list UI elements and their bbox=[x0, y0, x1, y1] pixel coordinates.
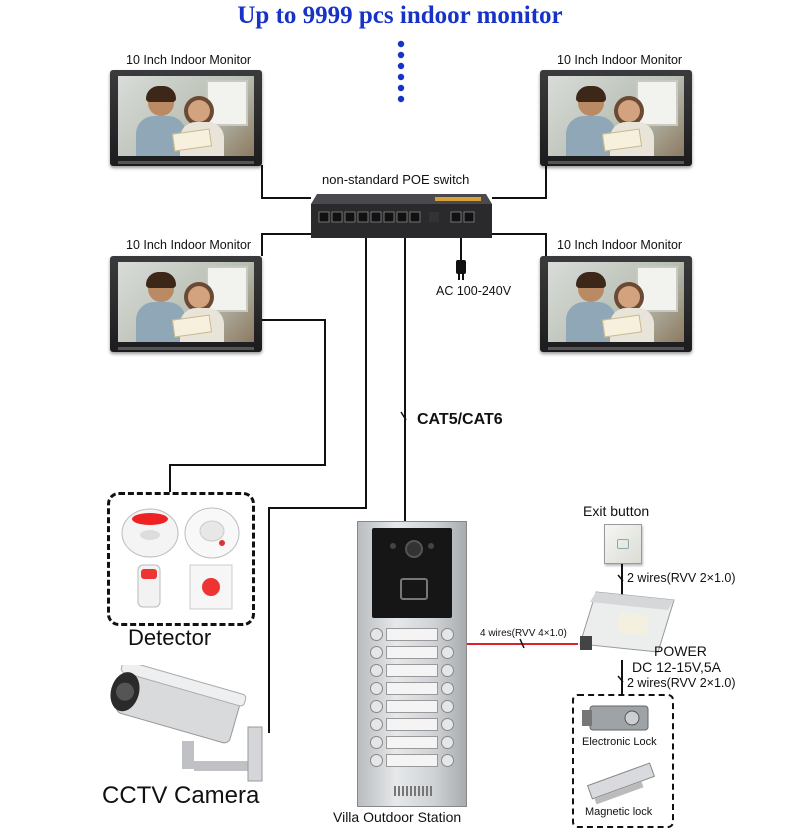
emergency-button-icon bbox=[189, 564, 233, 610]
monitor-label-top-left: 10 Inch Indoor Monitor bbox=[126, 53, 252, 67]
wire-switch-camera bbox=[268, 238, 367, 733]
detector-label: Detector bbox=[128, 625, 212, 650]
monitor-label-top-right: 10 Inch Indoor Monitor bbox=[557, 53, 683, 67]
indoor-monitor bbox=[110, 256, 262, 352]
station-label: Villa Outdoor Station bbox=[333, 809, 462, 825]
outdoor-station bbox=[357, 521, 467, 807]
power-label: POWER bbox=[654, 643, 707, 659]
electronic-lock-icon bbox=[582, 705, 649, 731]
page-title: Up to 9999 pcs indoor monitor bbox=[237, 2, 563, 29]
switch-label: non-standard POE switch bbox=[322, 172, 470, 187]
cctv-camera-icon bbox=[110, 665, 263, 782]
power-supply-icon bbox=[579, 591, 675, 653]
electronic-lock-label: Electronic Lock bbox=[582, 736, 657, 748]
more-monitors-dots bbox=[397, 40, 405, 103]
exit-button-icon bbox=[604, 524, 642, 564]
exit-wire-label: 2 wires(RVV 2×1.0) bbox=[627, 571, 736, 585]
wire-monitor-bottom-left bbox=[261, 233, 320, 256]
pir-sensor-icon bbox=[137, 564, 161, 608]
cable-label: CAT5/CAT6 bbox=[417, 411, 503, 428]
wire-monitor-top-right bbox=[492, 165, 547, 199]
monitor-label-bottom-left: 10 Inch Indoor Monitor bbox=[126, 238, 252, 252]
wire-monitor-detector bbox=[169, 319, 326, 492]
monitor-label-bottom-right: 10 Inch Indoor Monitor bbox=[557, 238, 683, 252]
card-reader-icon bbox=[400, 578, 428, 600]
power-plug-icon bbox=[456, 260, 466, 280]
indoor-monitor bbox=[110, 70, 262, 166]
magnetic-lock-label: Magnetic lock bbox=[585, 806, 653, 818]
poe-switch bbox=[311, 194, 492, 238]
power-spec-label: DC 12-15V,5A bbox=[632, 659, 721, 675]
camera-label: CCTV Camera bbox=[102, 782, 260, 809]
power-input-label: AC 100-240V bbox=[436, 284, 512, 298]
smoke-detector-icon bbox=[121, 508, 179, 558]
lock-wire-label: 2 wires(RVV 2×1.0) bbox=[627, 676, 736, 690]
indoor-monitor bbox=[540, 70, 692, 166]
magnetic-lock-icon bbox=[586, 762, 656, 805]
detector-group bbox=[107, 492, 255, 626]
exit-button-label: Exit button bbox=[583, 503, 650, 519]
wire-monitor-bottom-right bbox=[492, 233, 547, 256]
heat-detector-icon bbox=[184, 507, 240, 559]
indoor-monitor bbox=[540, 256, 692, 352]
wire-monitor-top-left bbox=[261, 165, 311, 199]
lock-group bbox=[572, 694, 674, 828]
speaker-grille bbox=[394, 786, 434, 796]
station-wire-label: 4 wires(RVV 4×1.0) bbox=[480, 628, 567, 639]
station-camera-panel bbox=[372, 528, 452, 618]
